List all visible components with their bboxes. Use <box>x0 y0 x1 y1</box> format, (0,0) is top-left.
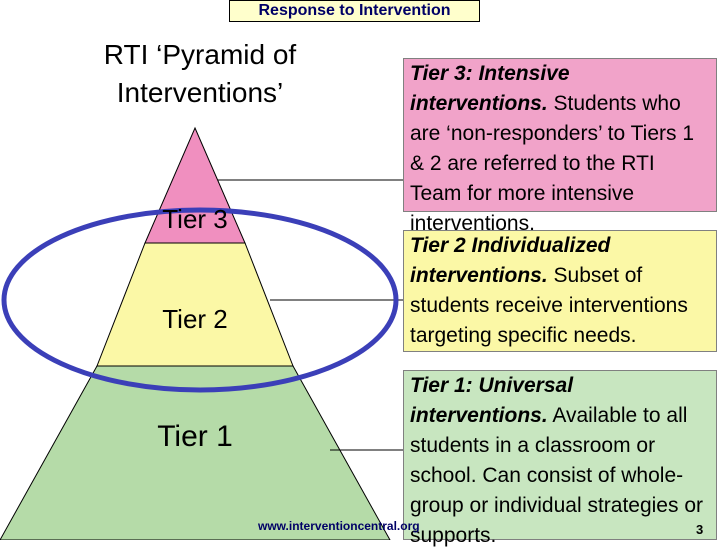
tier1-description: Tier 1: Universal interventions. Availab… <box>403 370 717 547</box>
footer-url[interactable]: www.interventioncentral.org <box>258 519 420 533</box>
page-number: 3 <box>696 522 704 537</box>
tier3-description: Tier 3: Intensive interventions. Student… <box>403 58 717 235</box>
tier2-description: Tier 2 Individualized interventions. Sub… <box>403 230 717 352</box>
tier2-description-body: Subset of students receive interventions… <box>410 264 688 347</box>
tier1-description-body: Available to all students in a classroom… <box>410 404 703 547</box>
header-title: Response to Intervention <box>229 0 480 22</box>
tier1-label: Tier 1 <box>157 420 233 453</box>
tier1-description-lead: Tier 1: Universal interventions. <box>410 374 574 427</box>
highlight-ellipse <box>1 207 399 393</box>
tier3-layer <box>144 126 246 244</box>
tier3-label: Tier 3 <box>162 204 228 234</box>
tier3-description-lead: Tier 3: Intensive interventions. <box>410 62 570 115</box>
tier2-label: Tier 2 <box>162 304 228 334</box>
tier2-description-lead: Tier 2 Individualized interventions. <box>410 234 611 287</box>
pyramid-title: RTI ‘Pyramid of Interventions’ <box>103 39 297 108</box>
tier3-description-body: Students who are ‘non-responders’ to Tie… <box>410 92 695 235</box>
